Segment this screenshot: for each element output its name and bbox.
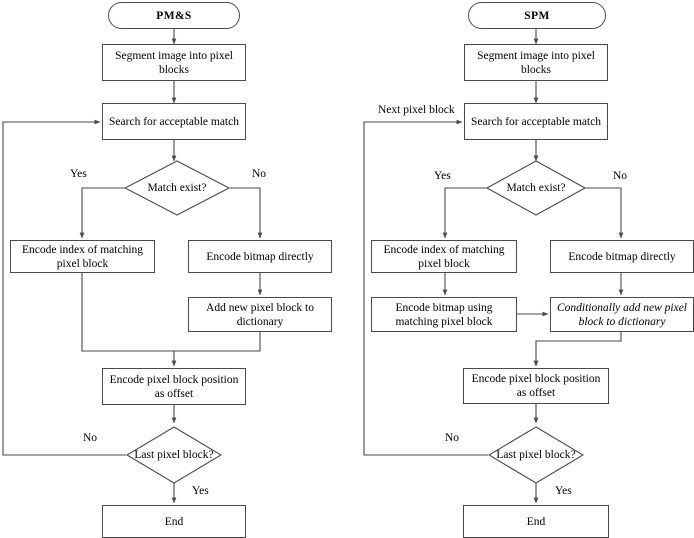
- diamond-shape: [486, 160, 586, 216]
- left-last-block-decision-label: Last pixel block?: [134, 449, 214, 461]
- right-encode-bitmap-box[interactable]: Encode bitmap directly: [550, 240, 694, 273]
- left-encode-offset-box[interactable]: Encode pixel block position as offset: [102, 368, 246, 405]
- right-last-no-label: No: [445, 432, 460, 444]
- right-start-terminator[interactable]: SPM: [468, 2, 606, 29]
- right-last-block-decision[interactable]: Last pixel block?: [488, 426, 584, 484]
- left-match-decision[interactable]: Match exist?: [124, 160, 230, 216]
- left-match-yes-label: Yes: [70, 168, 87, 180]
- right-segment-box[interactable]: Segment image into pixel blocks: [464, 44, 608, 81]
- right-search-box[interactable]: Search for acceptable match: [464, 103, 608, 140]
- right-encode-index-box[interactable]: Encode index of matching pixel block: [371, 240, 517, 273]
- right-end-terminator[interactable]: End: [463, 505, 609, 538]
- right-encode-using-match-box[interactable]: Encode bitmap using matching pixel block: [371, 297, 517, 332]
- left-add-block-box[interactable]: Add new pixel block to dictionary: [188, 297, 332, 332]
- left-segment-box[interactable]: Segment image into pixel blocks: [102, 44, 246, 81]
- left-last-no-label: No: [83, 432, 98, 444]
- left-last-yes-label: Yes: [192, 485, 209, 497]
- right-match-decision[interactable]: Match exist?: [486, 160, 586, 216]
- right-conditional-add-box[interactable]: Conditionally add new pixel block to dic…: [550, 297, 694, 332]
- right-encode-offset-box[interactable]: Encode pixel block position as offset: [463, 368, 609, 404]
- right-loop-label: Next pixel block: [378, 104, 455, 116]
- left-match-decision-label: Match exist?: [147, 182, 207, 194]
- diamond-shape: [124, 160, 230, 216]
- left-start-terminator[interactable]: PM&S: [108, 2, 240, 29]
- left-encode-index-box[interactable]: Encode index of matching pixel block: [10, 240, 155, 273]
- right-match-no-label: No: [613, 170, 628, 182]
- right-last-yes-label: Yes: [555, 485, 572, 497]
- left-search-box[interactable]: Search for acceptable match: [102, 103, 246, 140]
- left-last-block-decision[interactable]: Last pixel block?: [126, 426, 222, 484]
- right-match-yes-label: Yes: [434, 170, 451, 182]
- left-match-no-label: No: [252, 168, 267, 180]
- right-last-block-decision-label: Last pixel block?: [496, 449, 576, 461]
- left-end-terminator[interactable]: End: [102, 505, 246, 538]
- left-encode-bitmap-box[interactable]: Encode bitmap directly: [188, 240, 332, 273]
- right-match-decision-label: Match exist?: [506, 182, 566, 194]
